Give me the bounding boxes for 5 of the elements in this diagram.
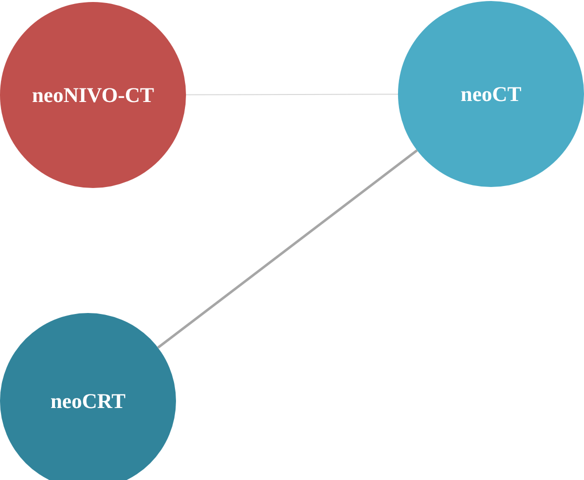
node-label: neoNIVO-CT	[32, 82, 154, 108]
node-label: neoCT	[460, 80, 522, 108]
connector-line	[157, 149, 418, 349]
node-label: neoCRT	[50, 388, 126, 414]
connector-line	[186, 94, 398, 96]
